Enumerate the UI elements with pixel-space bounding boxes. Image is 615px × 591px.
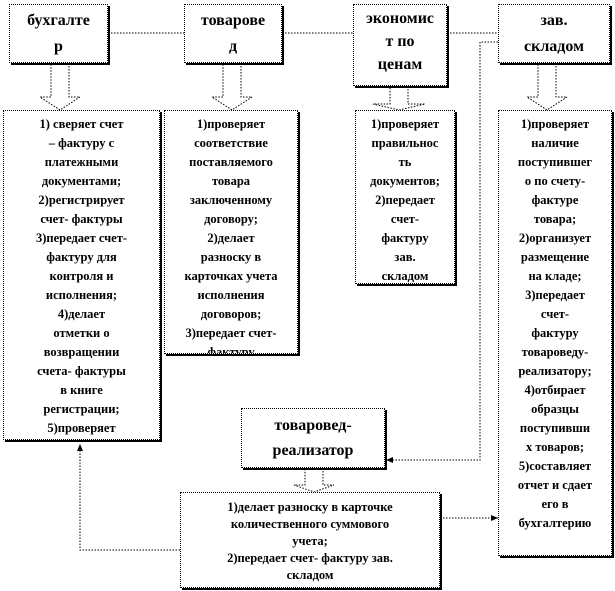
role-sales-merchandiser: товаровед- реализатор (241, 408, 385, 468)
role-merchandiser: товарове д (184, 4, 282, 63)
duties-price-economist: 1)проверяет правильнос ть документов; 2)… (355, 110, 455, 284)
role-accountant: бухгалте р (9, 4, 108, 63)
duties-sales-merchandiser: 1)делает разноску в карточке количествен… (180, 492, 440, 588)
duties-warehouse-manager: 1)проверяет наличие поступившег о по сче… (498, 110, 612, 556)
role-price-economist: экономис т по ценам (353, 4, 447, 86)
block-arrow-warehouse (525, 62, 569, 111)
block-arrow-sales (293, 467, 335, 493)
duties-merchandiser: 1)проверяет соответствие поставляемого т… (164, 110, 298, 354)
block-arrow-accountant (38, 62, 82, 111)
warehouse-to-sales-line (386, 41, 498, 463)
sales-to-accountant-line (77, 444, 180, 551)
duties-accountant: 1) сверяет счет – фактуру с платежными д… (3, 110, 160, 440)
block-arrow-economist (372, 85, 426, 111)
block-arrow-merchandiser (210, 62, 254, 111)
role-warehouse-manager: зав. складом (498, 4, 610, 63)
